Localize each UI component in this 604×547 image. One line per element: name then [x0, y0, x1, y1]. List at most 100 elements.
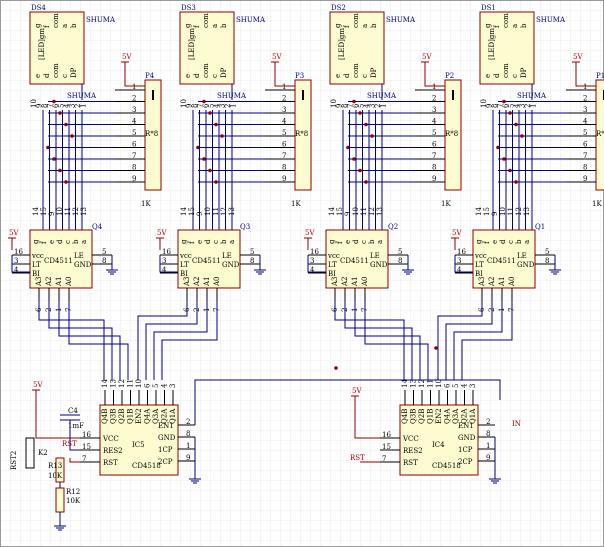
- segment-label-bottom: DP: [370, 67, 378, 78]
- segment-label-bottom: DP: [220, 67, 228, 78]
- decoder-top-pin-number: 13: [228, 207, 236, 216]
- resistor-pin-number: 7: [132, 152, 136, 160]
- resistor-pin-number: 9: [583, 175, 587, 183]
- ic4-vcc-wire: [354, 408, 380, 439]
- segment-label-top: a: [511, 24, 519, 28]
- decoder-right-pin-name: LE: [370, 252, 380, 260]
- r12-label: R12: [66, 488, 80, 496]
- decoder-top-pin-number: 9: [48, 212, 56, 216]
- resistor-network-label: R*8: [145, 130, 158, 138]
- decoder-top-pin-number: 15: [40, 207, 48, 216]
- decoder-top-pin-number: 14: [475, 207, 483, 216]
- decoder-right-pin-number: 5: [102, 248, 106, 256]
- decoder-bottom-pin-label: A2: [45, 276, 53, 287]
- junction-dot: [202, 99, 206, 104]
- segment-label-top: a: [211, 24, 219, 28]
- decoder-left-pin-name: vcc: [179, 252, 192, 260]
- junction-dot: [520, 134, 524, 138]
- decoder-top-pin-label: d: [204, 239, 212, 244]
- display-pin-number: 4: [363, 103, 371, 108]
- segment-label-bottom: d: [193, 73, 201, 78]
- resistor-network-value: 1K: [441, 200, 451, 208]
- resistor-network-value: 1K: [592, 200, 602, 208]
- decoder-top-pin-label: g: [180, 239, 188, 244]
- decoder-top-pin-number: 12: [220, 207, 228, 216]
- resistor-network-marker: [152, 90, 154, 100]
- display-pin-number: 8: [491, 104, 499, 108]
- counter-top-pin-number: 5: [152, 384, 160, 388]
- resistor-pin-number: 6: [132, 141, 137, 149]
- decoder-right-pin-number: 8: [250, 257, 254, 265]
- decoder-part: CD4511: [340, 257, 369, 265]
- counter-top-pin-number: 10: [435, 379, 443, 388]
- counter-part: CD4518: [132, 462, 161, 470]
- counter-right-pin-name: 1CP: [458, 446, 473, 454]
- decoder-right-pin-name: LE: [517, 252, 527, 260]
- decoder-q3: [177, 229, 241, 289]
- ic5-rst-wire: [69, 458, 80, 463]
- display-pin-number: 3: [519, 104, 527, 108]
- decoder-top-pin-number: 13: [523, 207, 531, 216]
- resistor-pin-number: 6: [583, 141, 588, 149]
- junction-dot: [196, 145, 200, 150]
- resistor-pin-number: 8: [432, 164, 436, 172]
- resistor-pin-number: 5: [132, 129, 136, 137]
- display-pin-number: 6: [52, 103, 60, 108]
- resistor-pin-number: 7: [432, 152, 436, 160]
- display-pin-number: 10: [330, 99, 338, 108]
- segment-label-bottom: e: [184, 74, 192, 78]
- display-body-text: [LED]gm: [188, 28, 196, 60]
- decoder-top-pin-label: g: [475, 239, 483, 244]
- decoder-left-tie: [454, 255, 473, 273]
- decoder-bottom-pin-label: A2: [488, 276, 496, 287]
- decoder-left-pin-number: 3: [14, 257, 18, 265]
- decoder-top-pin-label: a: [376, 240, 384, 244]
- display-pin-number: 9: [486, 104, 494, 108]
- counter-top-pin-number: 3: [469, 384, 477, 388]
- resistor-pin-number: 9: [432, 175, 436, 183]
- decoder-left-pin-number: 3: [162, 257, 166, 265]
- segment-label-top: com: [202, 13, 210, 28]
- segment-label-bottom: DP: [70, 67, 78, 78]
- reset-switch-k2: [25, 437, 35, 469]
- decoder-top-pin-number: 11: [360, 207, 368, 216]
- decoder-right-pin-number: 5: [250, 248, 254, 256]
- decoder-right-pin-number: 8: [545, 257, 549, 265]
- decoder-right-pin-number: 8: [398, 257, 402, 265]
- resistor-network-ref: P4: [145, 72, 155, 80]
- decoder-top-pin-label: b: [515, 239, 523, 244]
- counter-top-pin-label: EN2: [135, 408, 143, 424]
- decoder-top-pin-number: 10: [499, 207, 507, 216]
- decoder-top-pin-number: 12: [515, 207, 523, 216]
- decoder-top-pin-number: 11: [212, 207, 220, 216]
- resistor-pin-number: 9: [282, 175, 286, 183]
- decoder-left-pin-number: 16: [162, 248, 171, 256]
- resistor-pin-number: 7: [583, 152, 587, 160]
- bus-q1-to-ic4: [437, 300, 483, 380]
- segment-label-top: b: [70, 23, 78, 28]
- counter-right-pin-name: 2CP: [458, 458, 473, 466]
- decoder-top-pin-number: 15: [336, 207, 344, 216]
- counter-top-pin-label: Q3B: [410, 409, 418, 424]
- segment-label-bottom: DP: [520, 67, 528, 78]
- display-body-text: [LED]gm: [488, 28, 496, 60]
- counter-left-pin-number: 15: [82, 443, 91, 451]
- counter-left-pin-name: RES2: [103, 447, 123, 455]
- resistor-network-ref: P1: [596, 72, 604, 80]
- decoder-bottom-pin-label: A1: [203, 276, 211, 287]
- counter-right-pin-number: 2: [186, 418, 190, 426]
- display-pin-number: 1: [380, 104, 388, 108]
- display-ds4: [29, 11, 85, 85]
- counter-left-pin-name: RES2: [403, 447, 423, 455]
- counter-right-pin-name: EN1: [458, 422, 474, 430]
- counter-right-pin-name: 1CP: [158, 446, 173, 454]
- segment-label-bottom: com: [202, 63, 210, 78]
- junction-dot: [214, 122, 218, 127]
- decoder-top-pin-label: a: [228, 240, 236, 244]
- decoder-top-pin-number: 10: [352, 207, 360, 216]
- counter-left-pin-number: 16: [382, 431, 391, 439]
- display-pin-number: 9: [336, 104, 344, 108]
- display-net-tag: SHUMA: [67, 92, 97, 100]
- counter-top-pin-label: Q4B: [401, 409, 409, 424]
- bus-q1-to-ic4: [445, 300, 493, 380]
